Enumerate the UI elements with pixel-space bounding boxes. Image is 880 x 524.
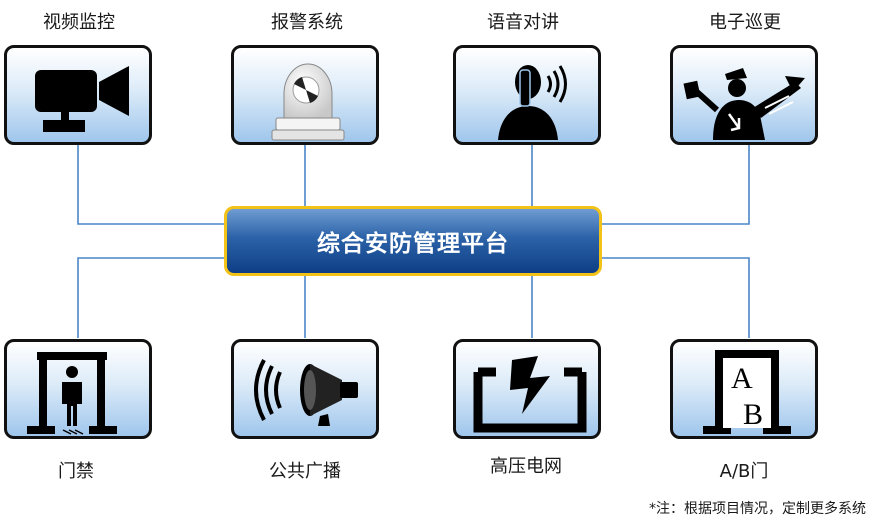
alarm-siren-icon xyxy=(271,63,345,141)
system-label-alarm: 报警系统 xyxy=(271,12,343,33)
electric-fence-icon xyxy=(473,356,587,433)
system-label-video: 视频监控 xyxy=(43,12,115,33)
system-tile-patrol[interactable] xyxy=(670,45,818,145)
system-tile-video[interactable] xyxy=(4,45,152,145)
system-label-access: 门禁 xyxy=(58,461,94,482)
svg-text:B: B xyxy=(743,398,763,431)
system-label-intercom: 语音对讲 xyxy=(487,12,559,33)
footnote: *注：根据项目情况，定制更多系统 xyxy=(649,501,866,517)
patrol-guard-icon xyxy=(683,68,805,140)
platform-box: 综合安防管理平台 xyxy=(224,206,602,276)
connector-access xyxy=(77,257,224,338)
video-camera-icon xyxy=(35,66,129,132)
svg-text:A: A xyxy=(731,362,753,395)
system-tile-alarm[interactable] xyxy=(231,45,379,145)
connector-video xyxy=(77,145,224,225)
system-label-patrol: 电子巡更 xyxy=(709,12,781,33)
system-tile-intercom[interactable] xyxy=(453,45,601,145)
system-tile-abdoor[interactable]: A B xyxy=(670,339,818,439)
ab-door-icon: A B xyxy=(703,350,791,434)
intercom-icon xyxy=(498,65,567,140)
connector-patrol xyxy=(602,145,750,225)
system-label-abdoor: A/B门 xyxy=(719,461,769,482)
access-gate-icon xyxy=(27,352,117,435)
system-label-fence: 高压电网 xyxy=(490,456,562,477)
platform-title: 综合安防管理平台 xyxy=(317,231,509,257)
loudspeaker-icon xyxy=(254,359,358,426)
system-tile-broadcast[interactable] xyxy=(231,339,379,439)
connector-abdoor xyxy=(602,257,750,338)
system-tile-access[interactable] xyxy=(4,339,152,439)
system-tile-fence[interactable] xyxy=(453,339,601,439)
system-label-broadcast: 公共广播 xyxy=(269,461,341,482)
